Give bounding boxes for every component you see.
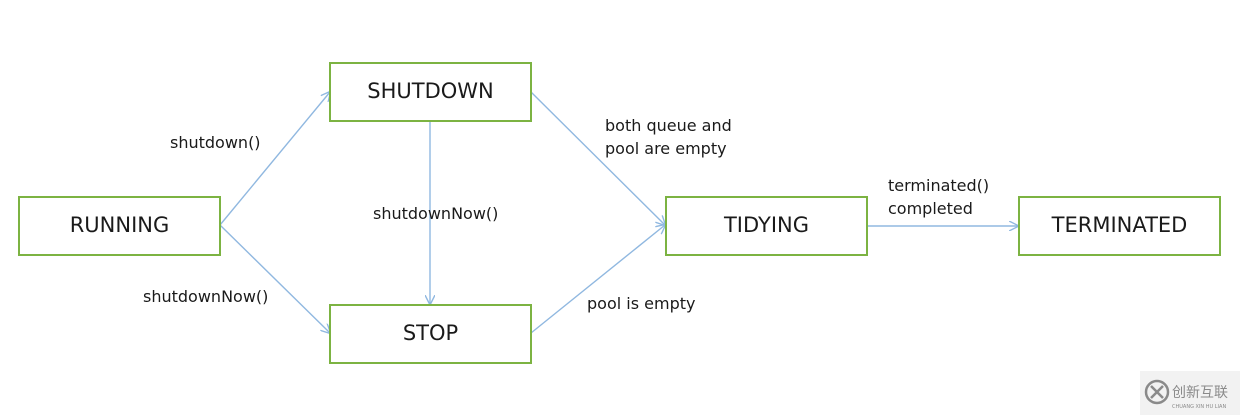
state-running-label: RUNNING bbox=[70, 213, 170, 237]
edge-running-to-stop bbox=[219, 224, 330, 333]
label-shutdown-shutdownnow-call: shutdownNow() bbox=[373, 204, 498, 223]
state-stop: STOP bbox=[329, 304, 532, 364]
label-queue-pool-empty-line1: both queue and bbox=[605, 116, 732, 135]
watermark-logo-icon bbox=[1144, 379, 1170, 405]
label-terminated-completed-line1: terminated() bbox=[888, 176, 989, 195]
edge-stop-to-tidying bbox=[530, 225, 665, 334]
label-terminated-completed-line2: completed bbox=[888, 199, 973, 218]
label-pool-empty: pool is empty bbox=[587, 294, 695, 313]
label-running-shutdownnow-call: shutdownNow() bbox=[143, 287, 268, 306]
state-shutdown-label: SHUTDOWN bbox=[367, 79, 494, 103]
state-shutdown: SHUTDOWN bbox=[329, 62, 532, 122]
state-terminated: TERMINATED bbox=[1018, 196, 1221, 256]
state-stop-label: STOP bbox=[403, 321, 458, 345]
state-tidying-label: TIDYING bbox=[723, 213, 809, 237]
watermark-brand: 创新互联 bbox=[1172, 385, 1228, 401]
label-queue-pool-empty-line2: pool are empty bbox=[605, 139, 727, 158]
edge-running-to-shutdown bbox=[219, 92, 330, 226]
state-running: RUNNING bbox=[18, 196, 221, 256]
label-shutdown-call: shutdown() bbox=[170, 133, 261, 152]
state-terminated-label: TERMINATED bbox=[1051, 213, 1188, 237]
watermark: 创新互联 CHUANG XIN HU LIAN bbox=[1140, 371, 1240, 415]
state-tidying: TIDYING bbox=[665, 196, 868, 256]
edge-shutdown-to-tidying bbox=[530, 91, 665, 225]
watermark-sub: CHUANG XIN HU LIAN bbox=[1172, 404, 1226, 410]
